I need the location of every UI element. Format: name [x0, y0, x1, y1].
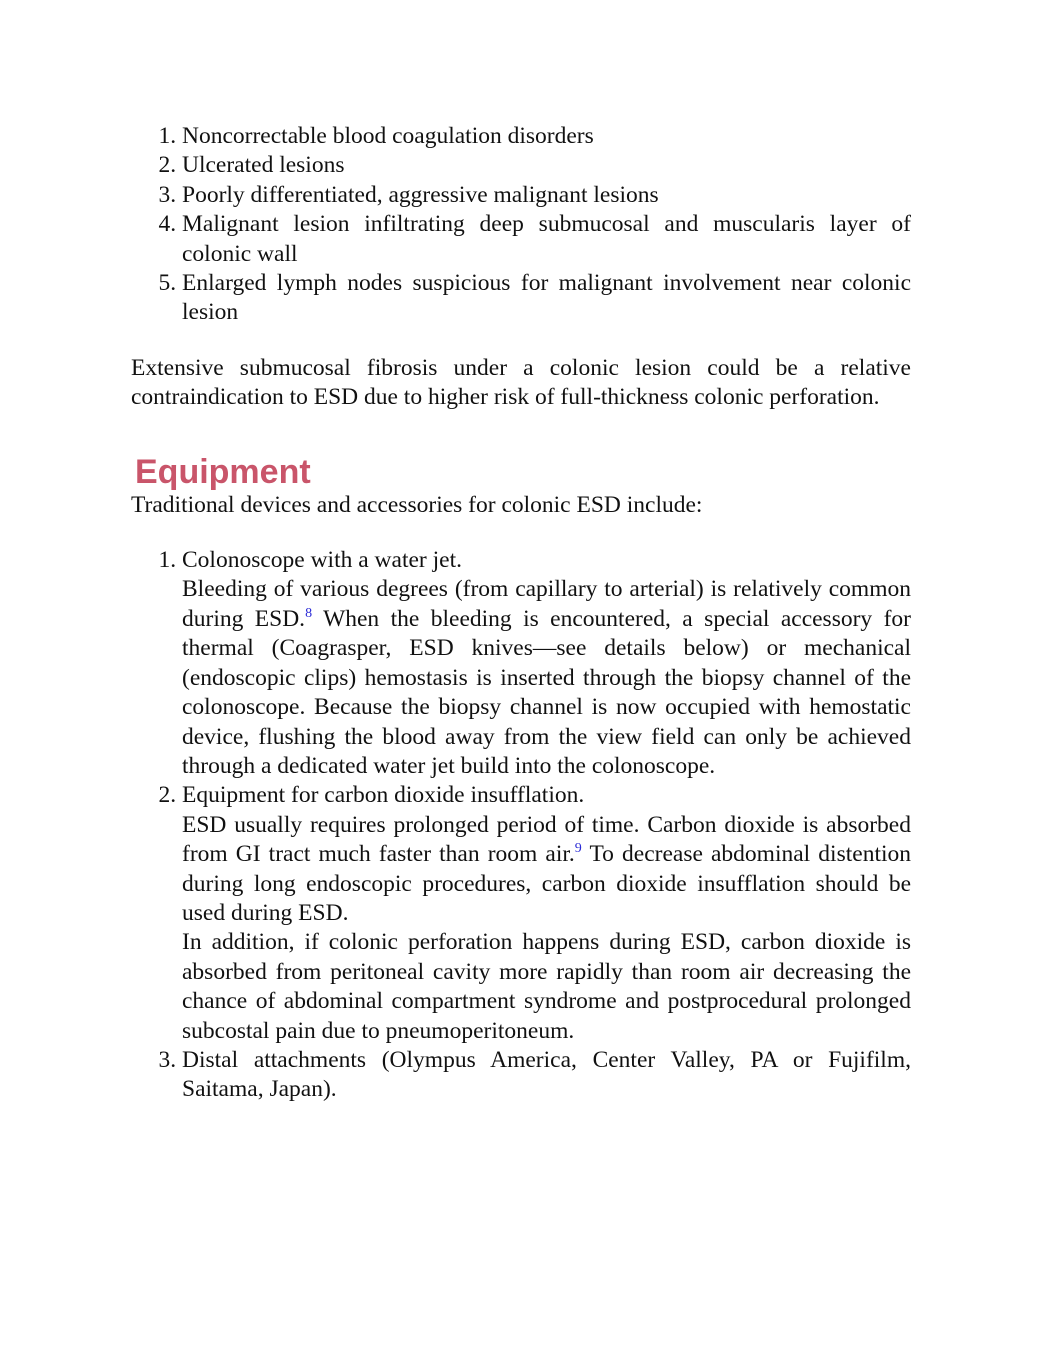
- list-item-title: Distal attachments (Olympus America, Cen…: [182, 1046, 911, 1103]
- list-item: Noncorrectable blood coagulation disorde…: [182, 122, 911, 151]
- list-item-text: Ulcerated lesions: [182, 152, 345, 179]
- equipment-intro: Traditional devices and accessories for …: [131, 491, 703, 518]
- list-item: Colonoscope with a water jet. Bleeding o…: [182, 546, 911, 781]
- list-item: Malignant lesion infiltrating deep submu…: [182, 210, 911, 269]
- description-text: ESD usually requires prolonged period of…: [182, 811, 911, 868]
- list-item-text: Poorly differentiated, aggressive malign…: [182, 181, 659, 208]
- reference-link[interactable]: 8: [305, 605, 313, 621]
- equipment-list: Colonoscope with a water jet. Bleeding o…: [131, 546, 911, 1105]
- list-item: Ulcerated lesions: [182, 151, 911, 180]
- relative-contraindication-paragraph: Extensive submucosal fibrosis under a co…: [131, 354, 911, 411]
- list-item: Distal attachments (Olympus America, Cen…: [182, 1046, 911, 1105]
- document-page: Noncorrectable blood coagulation disorde…: [131, 122, 911, 1105]
- list-item: Equipment for carbon dioxide insufflatio…: [182, 781, 911, 1046]
- section-heading-equipment: Equipment: [135, 452, 311, 491]
- list-item-title: Equipment for carbon dioxide insufflatio…: [182, 782, 585, 809]
- list-item: Enlarged lymph nodes suspicious for mali…: [182, 269, 911, 328]
- list-item-description: In addition, if colonic perforation happ…: [182, 929, 911, 1044]
- reference-link[interactable]: 9: [574, 841, 582, 857]
- list-item-text: Enlarged lymph nodes suspicious for mali…: [182, 270, 911, 326]
- list-item: Poorly differentiated, aggressive malign…: [182, 181, 911, 210]
- list-item-description: Bleeding of various degrees (from capill…: [182, 575, 911, 781]
- contraindications-list: Noncorrectable blood coagulation disorde…: [131, 122, 911, 328]
- list-item-text: Noncorrectable blood coagulation disorde…: [182, 123, 594, 149]
- description-text: Bleeding of various degrees (from capill…: [182, 576, 911, 632]
- list-item-description: ESD usually requires prolonged period of…: [182, 811, 911, 929]
- list-item-text: Malignant lesion infiltrating deep submu…: [182, 211, 911, 267]
- list-item-title: Colonoscope with a water jet.: [182, 547, 462, 574]
- description-text: When the bleeding is encountered, a spec…: [182, 605, 912, 779]
- description-text: To decrease abdominal distention during …: [182, 841, 911, 926]
